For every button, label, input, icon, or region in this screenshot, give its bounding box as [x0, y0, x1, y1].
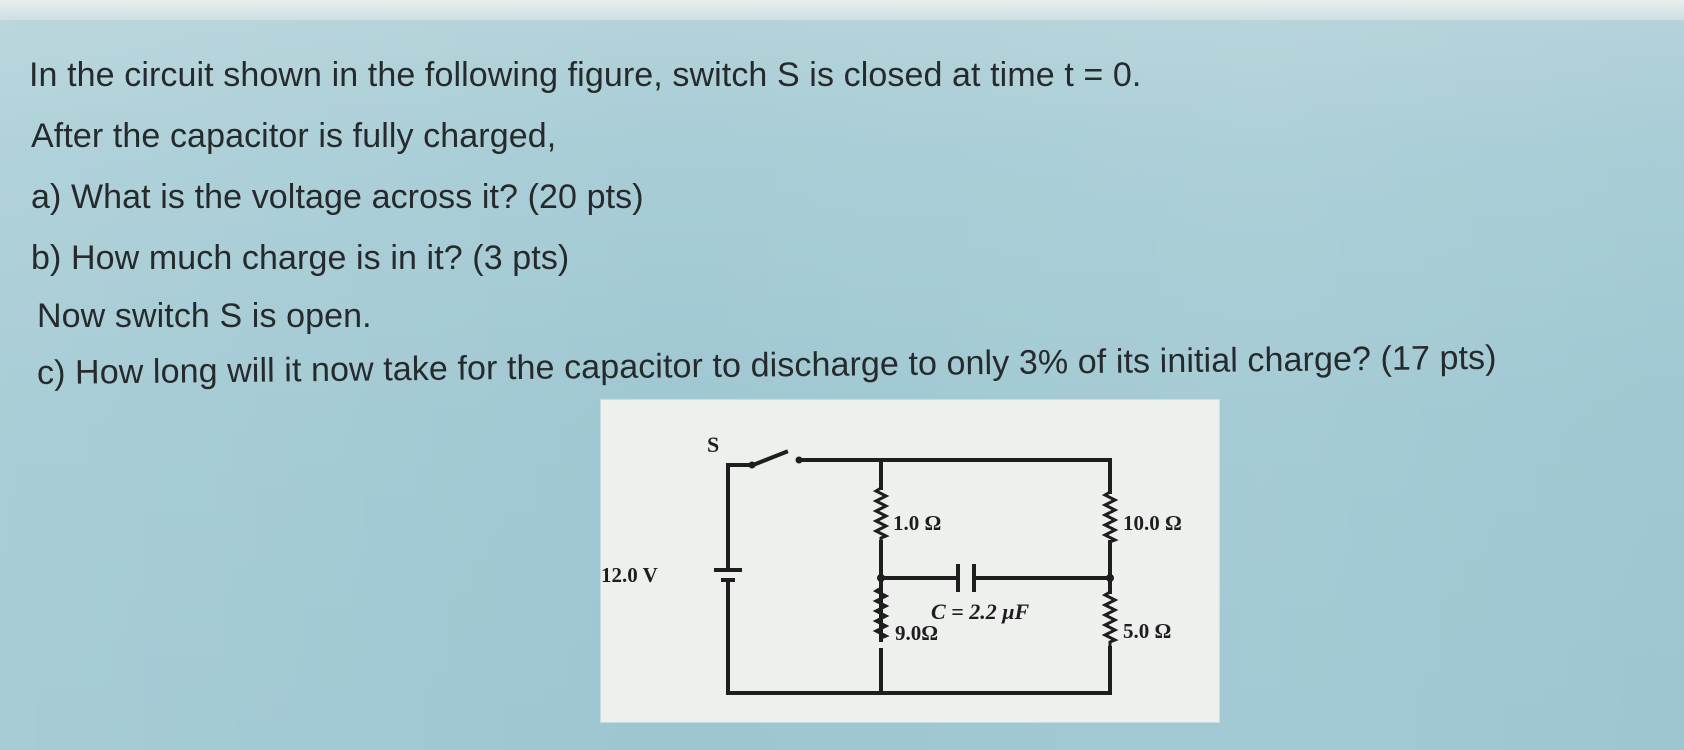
resistor-9ohm: [872, 586, 890, 640]
r1-label: 1.0 Ω: [893, 511, 941, 535]
r3-label: 9.0Ω: [895, 621, 938, 645]
battery-symbol: [714, 568, 742, 582]
r2-label: 10.0 Ω: [1123, 511, 1182, 535]
wire-top: [799, 458, 1112, 494]
capacitor-symbol: [956, 564, 976, 592]
capacitor-label: C = 2.2 μF: [931, 599, 1029, 624]
r4-label: 5.0 Ω: [1123, 619, 1171, 643]
battery-label: 12.0 V: [601, 563, 658, 587]
switch-contact-left: [748, 461, 756, 469]
question-condition: After the capacitor is fully charged,: [31, 117, 557, 155]
junction-right: [1106, 574, 1114, 582]
resistor-5ohm: [1101, 590, 1119, 648]
junction-left: [877, 574, 885, 582]
circuit-diagram: S 12.0 V 1.0 Ω 10.0 Ω 9.0Ω 5.0 Ω C = 2.2…: [601, 432, 1182, 695]
question-switch-open: Now switch S is open.: [37, 297, 372, 335]
question-part-b: b) How much charge is in it? (3 pts): [31, 239, 570, 277]
switch-label: S: [707, 432, 719, 457]
switch-contact-right: [795, 456, 803, 464]
top-paper-strip: [0, 0, 1684, 20]
question-part-c: c) How long will it now take for the cap…: [36, 338, 1497, 392]
resistor-10ohm: [1101, 490, 1119, 544]
question-text: In the circuit shown in the following fi…: [29, 56, 1497, 392]
question-part-a: a) What is the voltage across it? (20 pt…: [31, 178, 644, 216]
question-intro: In the circuit shown in the following fi…: [29, 56, 1142, 94]
switch-blade: [750, 449, 789, 468]
resistor-1ohm: [872, 486, 890, 542]
circuit-figure: S 12.0 V 1.0 Ω 10.0 Ω 9.0Ω 5.0 Ω C = 2.2…: [601, 400, 1219, 722]
wire-bottom: [726, 578, 1112, 695]
